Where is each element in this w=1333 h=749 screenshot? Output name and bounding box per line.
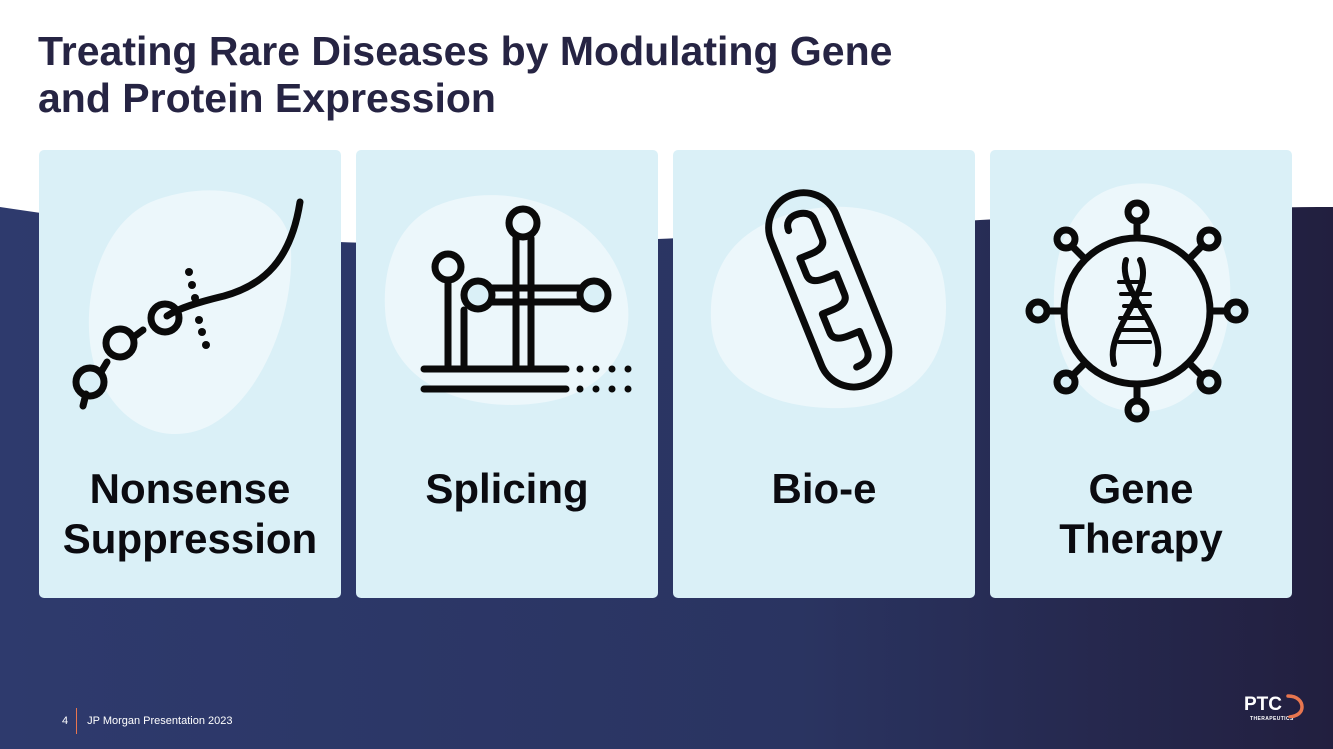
card-blob	[88, 190, 292, 435]
title-line-2: and Protein Expression	[38, 75, 496, 121]
card-bio-e: Bio-e	[673, 150, 975, 598]
mitochondrion-icon	[765, 189, 893, 391]
card-label: Bio-e	[673, 464, 975, 514]
slide-footer: 4 JP Morgan Presentation 2023	[62, 708, 232, 734]
footer-divider	[76, 708, 78, 734]
card-splicing: Splicing	[356, 150, 658, 598]
card-label-line-1: Gene	[1088, 465, 1194, 512]
card-label-line-2: Suppression	[62, 515, 318, 562]
card-blob	[1053, 183, 1231, 412]
card-label-line-1: Nonsense	[89, 465, 291, 512]
card-label-line-2: Therapy	[1059, 515, 1223, 562]
card-label: Gene Therapy	[990, 464, 1292, 564]
logo-name: PTC	[1244, 694, 1282, 715]
card-gene-therapy: Gene Therapy	[990, 150, 1292, 598]
logo-tagline: THERAPEUTICS	[1250, 716, 1294, 722]
nonsense-suppression-chain-icon	[72, 198, 304, 410]
slide-title: Treating Rare Diseases by Modulating Gen…	[38, 28, 1038, 122]
card-label-line-1: Splicing	[425, 465, 589, 512]
page-number: 4	[62, 715, 69, 727]
title-line-1: Treating Rare Diseases by Modulating Gen…	[38, 28, 893, 74]
splicing-icon	[420, 205, 632, 393]
card-label-line-1: Bio-e	[771, 465, 877, 512]
card-label: Splicing	[356, 464, 658, 514]
footer-text: JP Morgan Presentation 2023	[87, 715, 233, 727]
logo-arc-icon	[1286, 694, 1304, 718]
company-logo: PTC THERAPEUTICS	[1244, 692, 1308, 728]
card-label: Nonsense Suppression	[39, 464, 341, 564]
gene-therapy-virus-dna-icon	[1025, 199, 1249, 423]
card-nonsense-suppression: Nonsense Suppression	[39, 150, 341, 598]
